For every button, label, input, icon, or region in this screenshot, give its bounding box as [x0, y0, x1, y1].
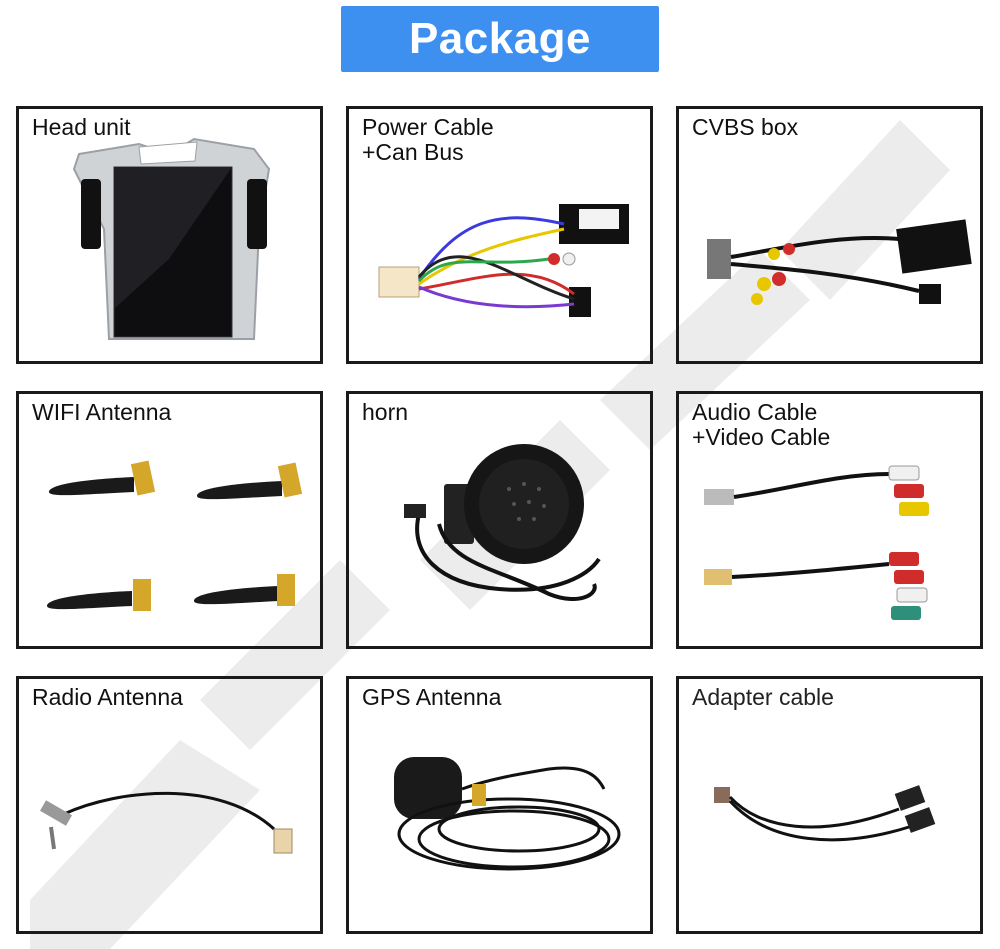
item-label: CVBS box	[692, 114, 799, 140]
head-unit-image	[72, 137, 271, 340]
item-card-head-unit: Head unit	[16, 106, 323, 364]
power-cable-image	[378, 204, 629, 317]
item-label: Adapter cable	[692, 684, 834, 710]
item-label: GPS Antenna	[362, 684, 502, 710]
item-card-power-cable: Power Cable +Can Bus	[346, 106, 653, 364]
radio-antenna-image	[40, 791, 293, 854]
item-label: WIFI Antenna	[32, 399, 172, 425]
item-card-av-cable: Audio Cable +Video Cable	[676, 391, 983, 649]
cvbs-box-image	[707, 219, 972, 305]
item-card-adapter-cable: Adapter cable	[676, 676, 983, 934]
horn-speaker-image	[404, 444, 601, 601]
item-label: Head unit	[32, 114, 131, 140]
item-card-radio-antenna: Radio Antenna	[16, 676, 323, 934]
item-label: Radio Antenna	[32, 684, 183, 710]
item-card-cvbs-box: CVBS box	[676, 106, 983, 364]
item-card-horn: horn	[346, 391, 653, 649]
adapter-cable-image	[714, 785, 936, 842]
item-card-wifi-antenna: WIFI Antenna	[16, 391, 323, 649]
gps-antenna-image	[394, 757, 621, 871]
package-banner: Package	[341, 6, 659, 72]
item-card-gps-antenna: GPS Antenna	[346, 676, 653, 934]
item-label: horn	[362, 399, 409, 425]
wifi-antenna-image	[47, 460, 303, 611]
av-cable-image	[704, 465, 929, 620]
item-label: Audio Cable +Video Cable	[692, 399, 831, 450]
item-label: Power Cable +Can Bus	[362, 114, 494, 165]
